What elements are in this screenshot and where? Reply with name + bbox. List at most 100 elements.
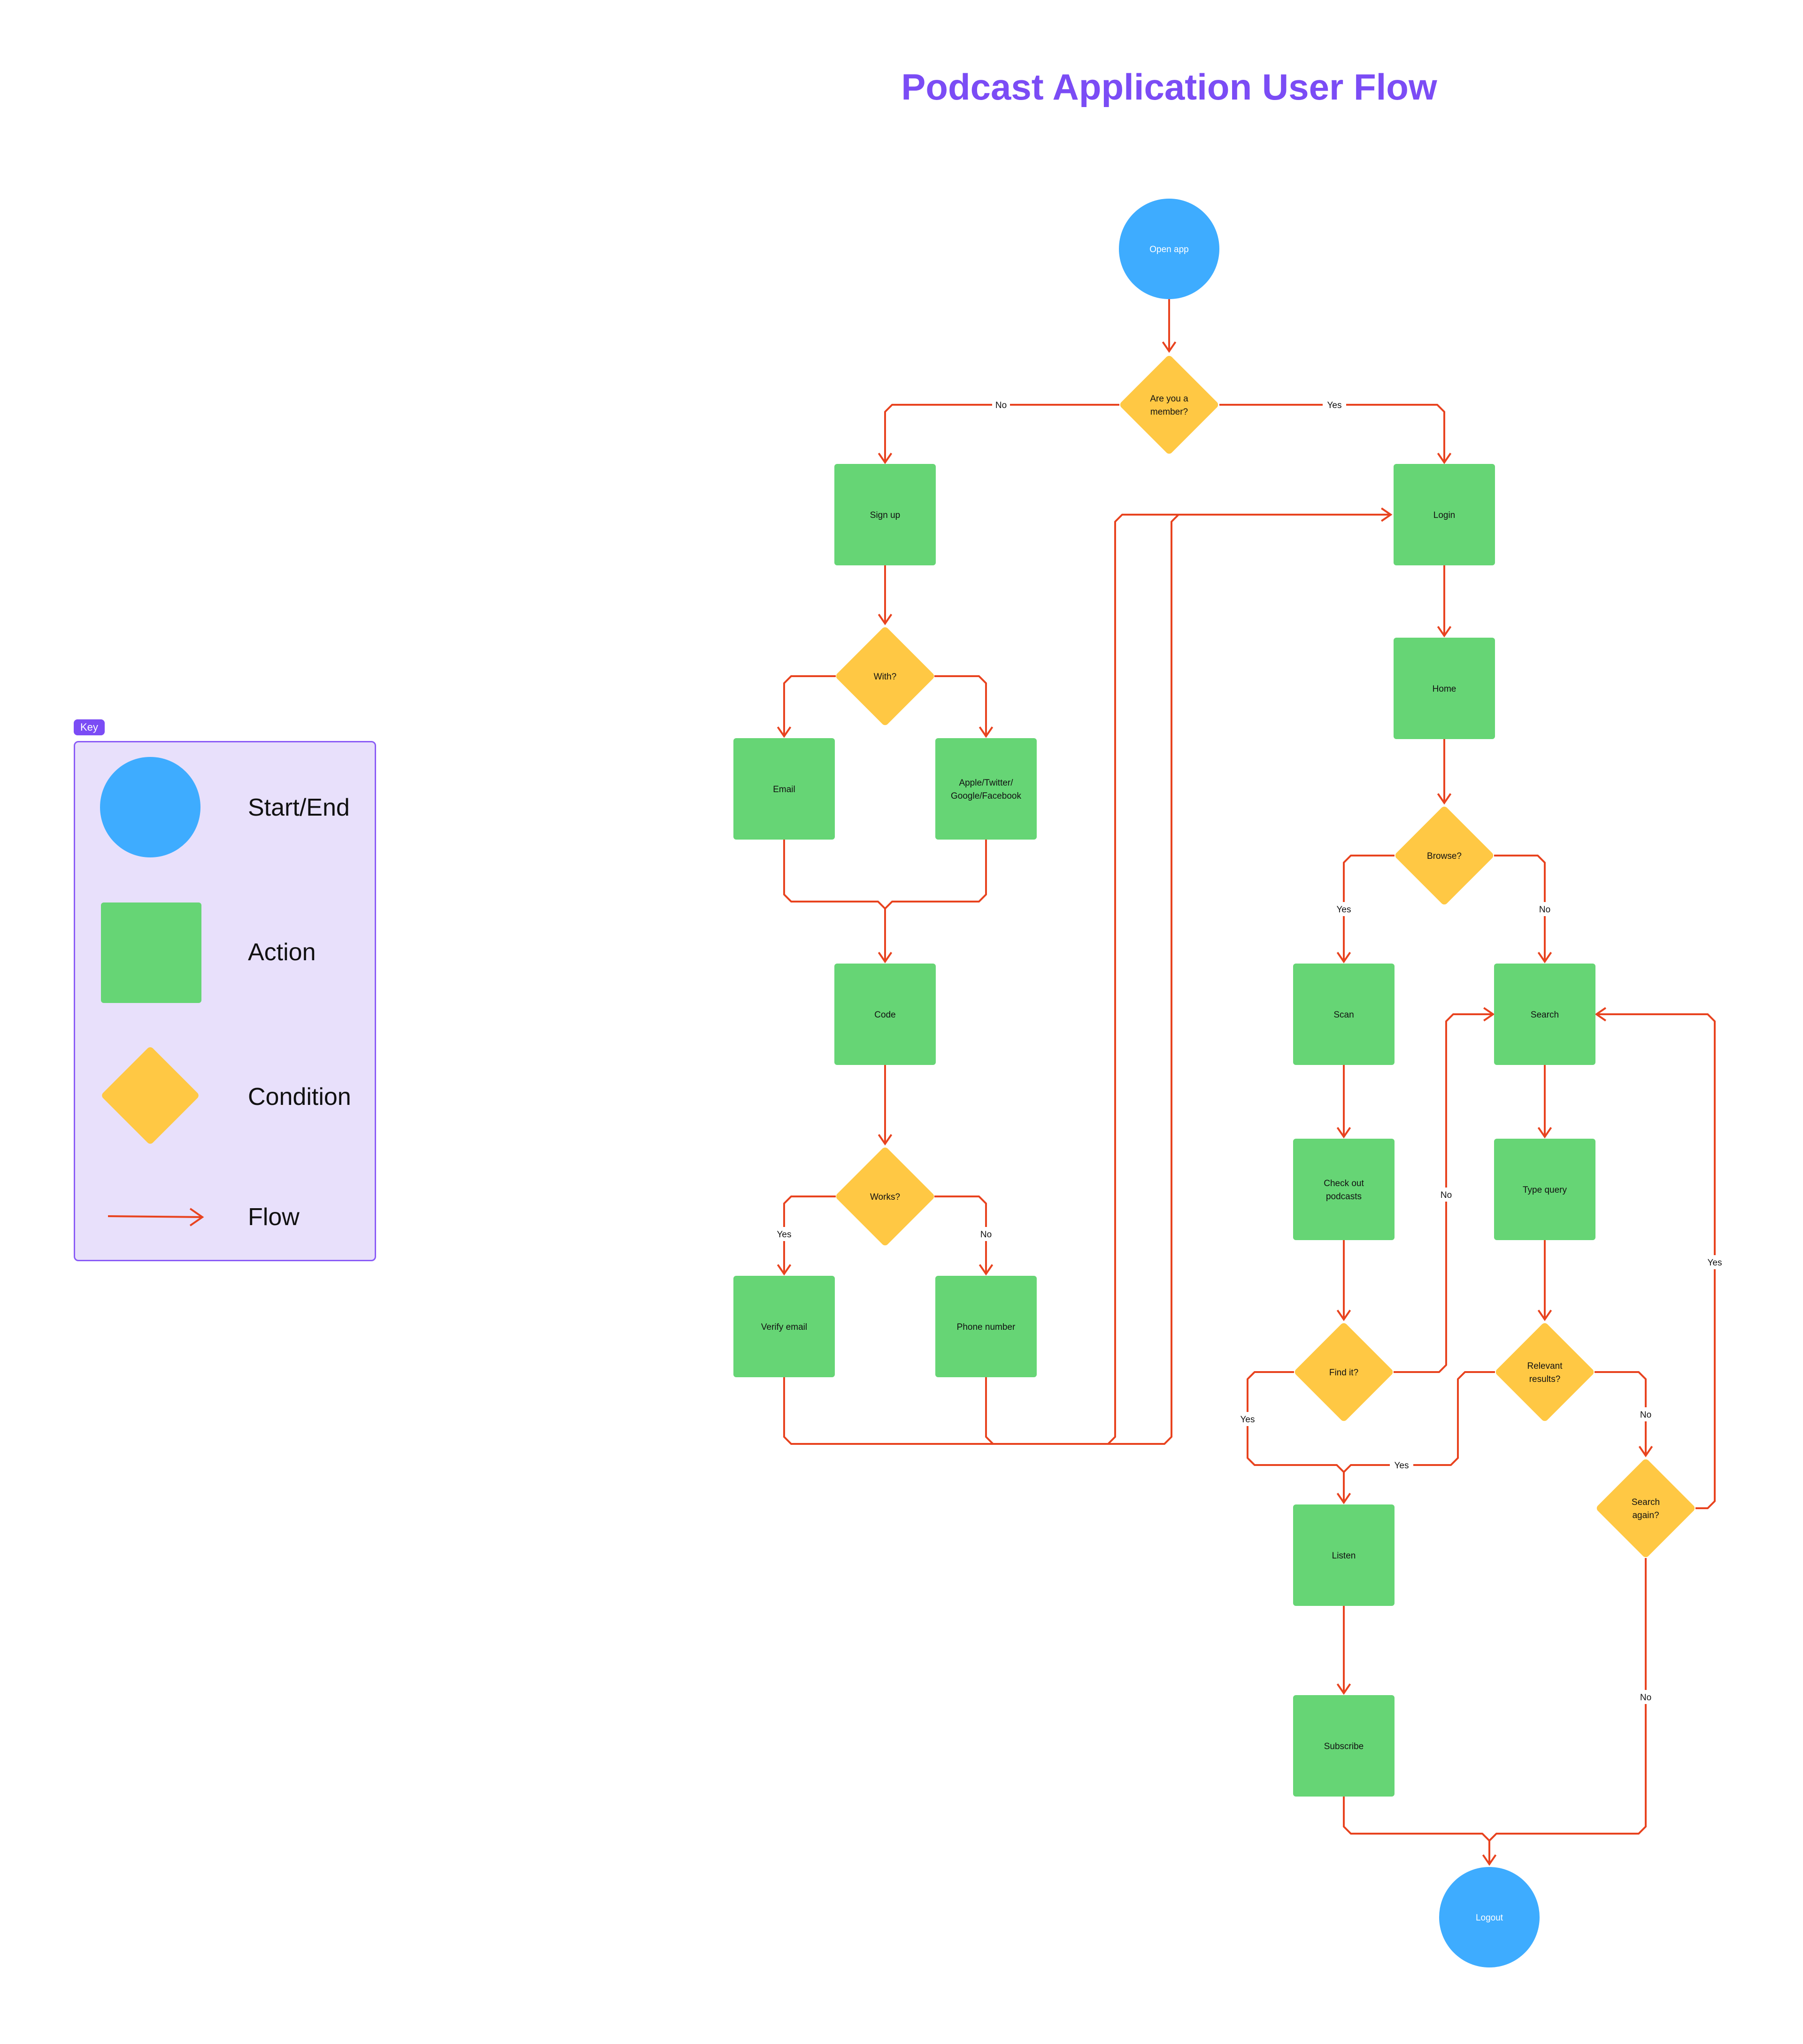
node-label: again? xyxy=(1632,1511,1659,1520)
node-label: Scan xyxy=(1333,1010,1354,1020)
action-box xyxy=(1394,638,1495,739)
key-label-flow: Flow xyxy=(248,1203,300,1231)
key-tag: Key xyxy=(74,719,105,735)
node-label: Search xyxy=(1531,1010,1559,1020)
edge-label-bg xyxy=(1390,1458,1413,1472)
start-end-circle xyxy=(1119,199,1219,299)
edge-label-text: Yes xyxy=(1708,1258,1722,1268)
node-label: With? xyxy=(874,672,897,682)
edge-label-text: No xyxy=(1640,1410,1651,1420)
edge-label-bg xyxy=(1323,398,1346,412)
edge-label-text: Yes xyxy=(1337,905,1351,915)
edge-label-bg xyxy=(1637,1407,1655,1421)
flow-line xyxy=(1247,1371,1345,1503)
node-search: Search xyxy=(1494,964,1595,1065)
node-label: Search xyxy=(1632,1497,1660,1507)
node-label: Listen xyxy=(1332,1551,1356,1561)
node-label: Browse? xyxy=(1427,851,1462,861)
edge-signup-to-with xyxy=(878,565,893,625)
edge-search-to-typequery xyxy=(1537,1065,1552,1139)
arrowhead-icon xyxy=(1336,952,1351,964)
arrowhead-icon xyxy=(1537,1310,1552,1321)
edge-label: No xyxy=(1536,902,1554,916)
page-title: Podcast Application User Flow xyxy=(901,66,1437,108)
node-signup: Sign up xyxy=(834,464,936,565)
arrowhead-icon xyxy=(878,453,893,464)
arrowhead-icon xyxy=(1336,1127,1351,1139)
action-box xyxy=(1494,1139,1595,1240)
action-box xyxy=(733,738,835,840)
node-label: Check out xyxy=(1324,1179,1364,1188)
node-with: With? xyxy=(836,627,934,725)
node-label: Logout xyxy=(1476,1913,1503,1923)
action-box xyxy=(834,464,936,565)
key-action-square xyxy=(101,902,201,1003)
action-box xyxy=(1293,964,1395,1065)
flow-line xyxy=(783,675,836,736)
flow-line xyxy=(1219,404,1445,463)
node-home: Home xyxy=(1394,638,1495,739)
action-box xyxy=(1394,464,1495,565)
arrowhead-icon xyxy=(1437,626,1452,638)
edge-label-text: No xyxy=(980,1230,992,1240)
edge-label-text: Yes xyxy=(777,1230,792,1240)
flow-line xyxy=(1343,1371,1495,1473)
edge-label: Yes xyxy=(1703,1255,1726,1269)
node-label: Works? xyxy=(870,1192,900,1202)
edge-label-bg xyxy=(1236,1412,1259,1426)
node-label: Code xyxy=(874,1010,895,1020)
edge-subscribe-to-logout xyxy=(1343,1797,1490,1842)
edge-label-text: Yes xyxy=(1395,1461,1409,1471)
node-findit: Find it? xyxy=(1294,1323,1393,1421)
arrowhead-icon xyxy=(1336,1310,1351,1321)
node-works: Works? xyxy=(836,1147,934,1246)
edge-label: Yes xyxy=(1390,1458,1413,1472)
edge-relevant-to-listen xyxy=(1343,1371,1495,1473)
flow-line xyxy=(1488,1558,1647,1864)
node-social: Apple/Twitter/Google/Facebook xyxy=(935,738,1037,840)
arrowhead-icon xyxy=(1437,453,1452,464)
arrowhead-icon xyxy=(777,1264,792,1276)
key-start-end-circle xyxy=(100,757,200,857)
node-code: Code xyxy=(834,964,936,1065)
edge-label-bg xyxy=(1637,1690,1655,1704)
edge-searchagain-to-search xyxy=(1595,1007,1716,1509)
arrowhead-icon xyxy=(878,614,893,625)
edge-member-to-login xyxy=(1219,404,1452,464)
condition-diamond xyxy=(1395,806,1494,905)
node-scan: Scan xyxy=(1293,964,1395,1065)
key-label-action: Action xyxy=(248,939,316,966)
edge-member-to-signup xyxy=(878,404,1119,464)
edge-phone-to-login xyxy=(985,514,1391,1445)
node-label: Verify email xyxy=(761,1322,807,1332)
arrowhead-icon xyxy=(979,726,994,738)
node-login: Login xyxy=(1394,464,1495,565)
action-box xyxy=(1293,1504,1395,1606)
condition-diamond xyxy=(1495,1323,1594,1421)
edge-label: Yes xyxy=(1323,398,1346,412)
edge-listen-to-subscribe xyxy=(1336,1606,1351,1695)
edge-searchagain-to-logout xyxy=(1482,1558,1647,1866)
edge-checkout-to-findit xyxy=(1336,1240,1351,1321)
edge-label-text: No xyxy=(995,401,1007,410)
flow-line xyxy=(985,514,1391,1445)
edge-label-bg xyxy=(1536,902,1554,916)
node-label: Phone number xyxy=(957,1322,1016,1332)
edge-typequery-to-relevant xyxy=(1537,1240,1552,1321)
edge-social-to-code xyxy=(884,840,987,910)
arrowhead-icon xyxy=(1336,1683,1351,1695)
edge-label-bg xyxy=(1703,1255,1726,1269)
node-email: Email xyxy=(733,738,835,840)
edge-label-text: No xyxy=(1539,905,1550,915)
node-browse: Browse? xyxy=(1395,806,1494,905)
edge-label-text: Yes xyxy=(1327,401,1342,410)
arrowhead-icon xyxy=(777,726,792,738)
edge-label: Yes xyxy=(1332,902,1356,916)
edge-scan-to-checkout xyxy=(1336,1065,1351,1139)
edge-with-to-email xyxy=(777,675,836,738)
arrowhead-icon xyxy=(1638,1446,1653,1458)
start-end-circle xyxy=(1439,1867,1540,1967)
edge-label: No xyxy=(977,1227,995,1241)
edge-email-to-code xyxy=(783,840,893,964)
